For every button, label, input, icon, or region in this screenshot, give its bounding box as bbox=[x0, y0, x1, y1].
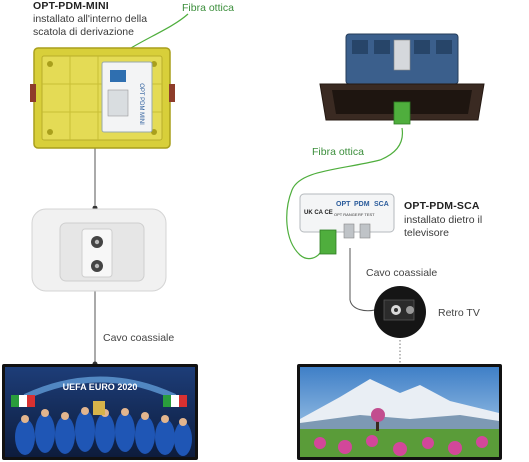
sca-face-opt: OPT bbox=[336, 201, 351, 208]
left-tv-screen: UEFA EURO 2020 bbox=[5, 367, 195, 457]
left-device-face-text: OPT PDM MINI bbox=[138, 83, 144, 125]
left-tv: UEFA EURO 2020 bbox=[2, 364, 198, 460]
right-coax-label: Cavo coassiale bbox=[366, 267, 438, 279]
sca-port-label-1: OPT RANGE bbox=[334, 212, 358, 217]
left-device-title: OPT-PDM-MINI bbox=[33, 0, 109, 12]
junction-box-image: OPT PDM MINI bbox=[30, 47, 175, 149]
left-fiber-label: Fibra ottica bbox=[182, 2, 234, 14]
left-coax-label: Cavo coassiale bbox=[103, 332, 175, 344]
right-device-title: OPT-PDM-SCA bbox=[404, 200, 480, 212]
sca-face-pdm: PDM bbox=[354, 201, 370, 208]
right-device-subtitle: installato dietro il televisore bbox=[404, 214, 483, 239]
retro-tv-label: Retro TV bbox=[438, 307, 480, 319]
sca-device-image: OPT PDM SCA OPT RANGE RF TEST UK CA CE bbox=[299, 193, 395, 255]
right-tv-screen bbox=[300, 367, 499, 457]
left-tv-banner: UEFA EURO 2020 bbox=[63, 382, 138, 392]
left-device-subtitle-line2: scatola di derivazione bbox=[33, 26, 134, 38]
wall-frame-image bbox=[319, 33, 485, 125]
sca-face-sca: SCA bbox=[374, 201, 389, 208]
right-tv bbox=[297, 364, 502, 460]
left-device-subtitle-line1: installato all'interno della bbox=[33, 13, 148, 25]
wall-socket-image bbox=[31, 208, 167, 292]
right-fiber-cable bbox=[286, 127, 404, 260]
sca-port-label-2: RF TEST bbox=[358, 212, 375, 217]
right-fiber-label: Fibra ottica bbox=[312, 146, 364, 158]
retro-tv-image bbox=[374, 286, 426, 338]
sca-marks: UK CA CE bbox=[304, 210, 333, 216]
